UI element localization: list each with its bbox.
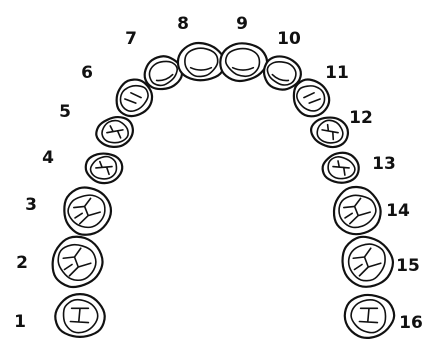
tooth-number-label: 1: [14, 312, 26, 332]
tooth-number-label: 12: [349, 108, 373, 128]
teeth-group: [53, 43, 394, 338]
tooth-14: [334, 187, 381, 234]
tooth-number-label: 4: [42, 148, 54, 168]
tooth-number-label: 5: [59, 102, 71, 122]
tooth-2: [53, 237, 103, 287]
tooth-4: [85, 152, 124, 185]
tooth-number-label: 15: [396, 256, 420, 276]
tooth-16: [345, 295, 394, 338]
tooth-number-label: 6: [81, 63, 93, 83]
tooth-number-label: 8: [177, 14, 189, 34]
tooth-number-label: 10: [277, 29, 301, 49]
tooth-occlusal-outline: [64, 300, 98, 333]
tooth-9: [220, 43, 267, 81]
tooth-number-label: 9: [236, 14, 248, 34]
tooth-number-label: 16: [399, 313, 423, 333]
tooth-15: [343, 237, 393, 287]
tooth-number-label: 11: [325, 63, 349, 83]
tooth-number-label: 14: [386, 201, 410, 221]
tooth-3: [64, 188, 111, 235]
tooth-number-label: 13: [372, 154, 396, 174]
tooth-number-label: 7: [125, 29, 137, 49]
tooth-12: [309, 114, 351, 149]
tooth-1: [55, 294, 104, 337]
tooth-13: [321, 151, 360, 184]
tooth-5: [94, 115, 135, 150]
tooth-number-label: 3: [25, 195, 37, 215]
tooth-number-label: 2: [16, 253, 28, 273]
tooth-8: [178, 43, 225, 80]
